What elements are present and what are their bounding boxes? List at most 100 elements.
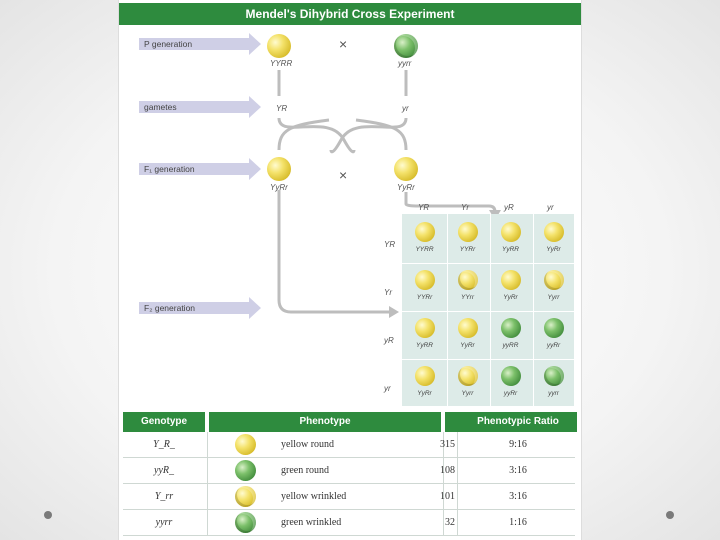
punnett-row-header: yr [384,384,391,393]
punnett-column-header: Yr [461,203,469,212]
punnett-cell: YyRr [492,264,529,308]
offspring-pea [458,270,478,290]
genotype-cell: Y_R_ [123,432,205,457]
punnett-cell: YyRr [449,312,486,356]
punnett-cell: yyRR [492,312,529,356]
punnett-cell: Yyrr [449,360,486,404]
offspring-genotype: YYRr [406,294,443,301]
phenotype-table: Genotype Phenotype Number Phenotypic Rat… [123,412,575,536]
offspring-genotype: YYRr [449,246,486,253]
f2-arrowhead [389,306,399,318]
number-cell: 108 [373,458,455,483]
punnett-row-header: Yr [384,288,392,297]
header-ratio: Phenotypic Ratio [459,412,577,432]
offspring-pea [501,318,521,338]
punnett-cell: yyrr [535,360,572,404]
punnett-row-header: YR [384,240,395,249]
f1-cross-symbol: × [339,167,347,183]
offspring-pea [458,366,478,386]
gamete-right-label: yr [402,104,409,113]
offspring-genotype: Yyrr [535,294,572,301]
f1-generation-label: F₁ generation [144,164,195,174]
phenotype-pea [235,460,256,481]
parent-green-wrinkled-pea [394,34,418,58]
header-phenotype: Phenotype [209,412,441,432]
punnett-cell: YYRr [449,216,486,260]
offspring-genotype: Yyrr [449,390,486,397]
connector-left-f1 [279,120,329,150]
gametes-label: gametes [144,102,177,112]
offspring-pea [544,318,564,338]
punnett-grid-line [402,311,574,312]
punnett-cell: yyRr [535,312,572,356]
punnett-grid-line [490,214,491,406]
genotype-cell: Y_rr [123,484,205,509]
table-row: yyrrgreen wrinkled321:16 [123,510,575,536]
ratio-cell: 3:16 [459,484,577,509]
offspring-genotype: yyRr [492,390,529,397]
punnett-grid-line [402,263,574,264]
offspring-pea [458,318,478,338]
punnett-column-header: yr [547,203,554,212]
gamete-left-label: YR [276,104,287,113]
offspring-genotype: YyRR [406,342,443,349]
p-generation-label: P generation [144,39,192,49]
punnett-cell: yyRr [492,360,529,404]
punnett-grid-line [402,359,574,360]
punnett-column-header: yR [504,203,514,212]
offspring-genotype: YYRR [406,246,443,253]
offspring-pea [415,270,435,290]
table-row: Y_R_yellow round3159:16 [123,432,575,458]
offspring-pea [415,222,435,242]
punnett-grid-line [533,214,534,406]
punnett-grid-line [447,214,448,406]
offspring-pea [415,318,435,338]
punnett-row-header: yR [384,336,394,345]
offspring-genotype: YyRR [492,246,529,253]
phenotype-pea [235,434,256,455]
offspring-genotype: YyRr [449,342,486,349]
offspring-genotype: yyRr [535,342,572,349]
number-cell: 315 [373,432,455,457]
generation-arrows [139,33,261,319]
parent-right-genotype: yyrr [398,59,411,68]
connector-right-f1 [356,120,406,150]
genotype-cell: yyrr [123,510,205,535]
offspring-pea [501,270,521,290]
offspring-pea [415,366,435,386]
header-genotype: Genotype [123,412,205,432]
punnett-cell: YYrr [449,264,486,308]
ratio-cell: 3:16 [459,458,577,483]
f1-right-pea [394,157,418,181]
parent-left-genotype: YYRR [270,59,292,68]
f1-right-genotype: YyRr [397,183,415,192]
f2-generation-label: F₂ generation [144,303,195,313]
offspring-genotype: yyRR [492,342,529,349]
offspring-pea [501,222,521,242]
punnett-cell: Yyrr [535,264,572,308]
offspring-genotype: yyrr [535,390,572,397]
genotype-cell: yyR_ [123,458,205,483]
p-cross-symbol: × [339,36,347,52]
offspring-genotype: YyRr [406,390,443,397]
ratio-cell: 1:16 [459,510,577,535]
figure-panel: Mendel's Dihybrid Cross Experiment P gen… [118,0,582,540]
punnett-cell: YyRR [492,216,529,260]
slide-dot-left [44,511,52,519]
parent-yellow-round-pea [267,34,291,58]
number-cell: 32 [373,510,455,535]
offspring-pea [544,222,564,242]
offspring-pea [544,270,564,290]
phenotype-pea [235,486,256,507]
punnett-column-header: YR [418,203,429,212]
ratio-cell: 9:16 [459,432,577,457]
punnett-cell: YyRr [406,360,443,404]
number-cell: 101 [373,484,455,509]
punnett-cell: YyRR [406,312,443,356]
offspring-pea [501,366,521,386]
f1-left-genotype: YyRr [270,183,288,192]
offspring-genotype: YyRr [492,294,529,301]
